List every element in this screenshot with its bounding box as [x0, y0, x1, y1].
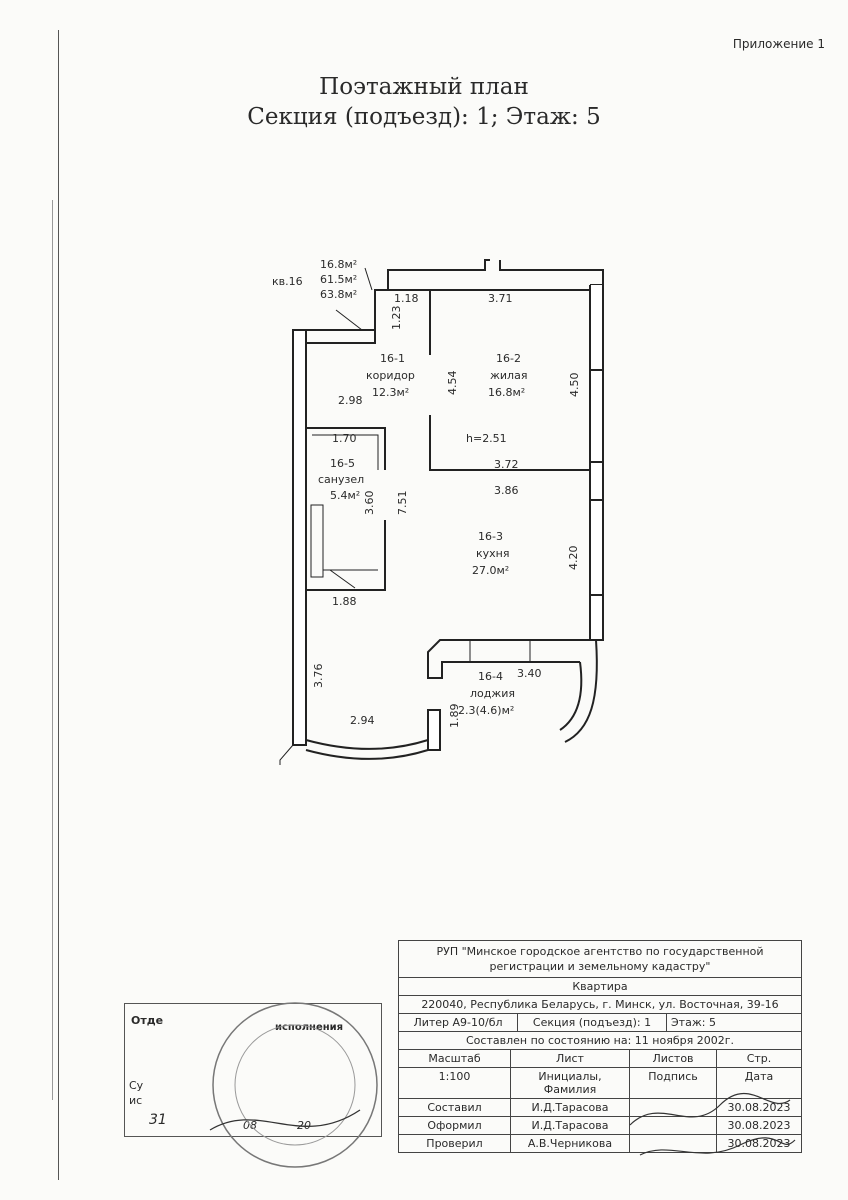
room-id-16-2: 16-2 [496, 352, 521, 365]
dim-3.60: 3.60 [363, 491, 376, 516]
room-id-16-1: 16-1 [380, 352, 405, 365]
address: 220040, Республика Беларусь, г. Минск, у… [421, 998, 779, 1011]
ceiling-height: h=2.51 [466, 432, 507, 445]
dim-1.88: 1.88 [332, 595, 357, 608]
room-name-16-5: санузел [318, 473, 364, 486]
apt-area-living: 16.8м² [320, 258, 357, 271]
date-issued: 30.08.2023 [727, 1119, 791, 1132]
org-name: РУП "Минское городское агентство по госу… [436, 945, 764, 973]
approval-box: Отде исполнения Су ис 31 08 20 [124, 1003, 382, 1137]
title-block: РУП "Минское городское агентство по госу… [398, 940, 802, 1153]
margin-line [58, 30, 59, 1180]
approval-header: Отде [131, 1014, 164, 1027]
apt-area-loggia: 63.8м² [320, 288, 357, 301]
dim-3.76: 3.76 [312, 664, 325, 689]
dim-3.72: 3.72 [494, 458, 519, 471]
room-area-16-4: 2.3(4.6)м² [458, 704, 514, 717]
hdr-scale: Масштаб [399, 1050, 511, 1067]
name-composed: И.Д.Тарасова [511, 1099, 630, 1116]
hdr-sheet: Лист [511, 1050, 630, 1067]
loggia-curve [559, 661, 583, 731]
dim-7.51: 7.51 [396, 491, 409, 516]
room-name-16-2: жилая [490, 369, 527, 382]
role-composed: Составил [399, 1099, 511, 1116]
dim-1.89: 1.89 [448, 704, 461, 729]
apt-area-total: 61.5м² [320, 273, 357, 286]
appendix-label: Приложение 1 [732, 37, 825, 51]
name-checked: А.В.Черникова [511, 1135, 630, 1152]
room-area-16-2: 16.8м² [488, 386, 525, 399]
floor: Этаж: 5 [671, 1016, 716, 1029]
dim-1.18: 1.18 [394, 292, 419, 305]
north-wall-right [499, 260, 604, 286]
kitchen-south-wall [427, 639, 590, 679]
val-scale: 1:100 [399, 1068, 511, 1098]
dim-4.20: 4.20 [567, 546, 580, 571]
margin-line-faint [52, 200, 53, 1100]
room-name-16-1: коридор [366, 369, 415, 382]
dim-2.94: 2.94 [350, 714, 375, 727]
apt-label: кв.16 [272, 275, 303, 288]
liter: Литер А9-10/бл [399, 1014, 518, 1031]
loggia-pillar [427, 709, 441, 751]
room-id-16-5: 16-5 [330, 457, 355, 470]
west-wall [292, 329, 307, 746]
room-name-16-3: кухня [476, 547, 509, 560]
south-curve [305, 739, 429, 750]
bathroom-inner [312, 434, 379, 470]
room-id-16-3: 16-3 [478, 530, 503, 543]
approval-line-1: Су [129, 1079, 144, 1092]
loggia-curve-outer [564, 639, 598, 743]
hdr-page: Стр. [746, 1052, 772, 1065]
dim-2.98: 2.98 [338, 394, 363, 407]
dim-1.23: 1.23 [390, 306, 403, 331]
round-seal [209, 1002, 378, 1168]
page-title: Поэтажный план [319, 74, 529, 100]
room-name-16-4: лоджия [470, 687, 515, 700]
col-date: Дата [744, 1070, 774, 1083]
room-area-16-3: 27.0м² [472, 564, 509, 577]
date-composed: 30.08.2023 [727, 1101, 791, 1114]
floor-plan: 16.8м² 61.5м² 63.8м² кв.16 16-1 коридор … [272, 258, 604, 765]
dim-4.54: 4.54 [446, 371, 459, 396]
role-issued: Оформил [399, 1117, 511, 1134]
entry-wall [306, 290, 376, 344]
role-checked: Проверил [399, 1135, 511, 1152]
room-area-16-1: 12.3м² [372, 386, 409, 399]
dim-3.86: 3.86 [494, 484, 519, 497]
bath-hatch [323, 569, 378, 589]
corner-mark [279, 744, 294, 765]
dim-3.40: 3.40 [517, 667, 542, 680]
room-area-16-5: 5.4м² [330, 489, 360, 502]
sign-issued [630, 1117, 717, 1134]
bedroom-partition [429, 290, 590, 471]
approval-day: 31 [149, 1112, 167, 1128]
hdr-sheets: Листов [630, 1050, 717, 1067]
object-type: Квартира [572, 980, 628, 993]
pointer-line-2 [364, 267, 373, 291]
approval-line-2: ис [129, 1094, 143, 1107]
page-subtitle: Секция (подъезд): 1; Этаж: 5 [247, 104, 601, 130]
dim-1.70: 1.70 [332, 432, 357, 445]
room-id-16-4: 16-4 [478, 670, 503, 683]
bathroom-walls [306, 427, 386, 591]
approval-header-right: исполнения [275, 1022, 344, 1033]
col-sign: Подпись [630, 1068, 717, 1098]
sign-checked [630, 1135, 717, 1152]
dim-3.71: 3.71 [488, 292, 513, 305]
bath-fixture [310, 504, 324, 578]
name-issued: И.Д.Тарасова [511, 1117, 630, 1134]
section: Секция (подъезд): 1 [518, 1014, 667, 1031]
col-initials: Инициалы, Фамилия [511, 1068, 630, 1098]
dim-4.50: 4.50 [568, 373, 581, 398]
signature-scribble [629, 1092, 796, 1156]
pointer-line [335, 309, 363, 331]
state-date: Составлен по состоянию на: 11 ноября 200… [466, 1034, 734, 1047]
south-curve-outer [305, 749, 429, 760]
